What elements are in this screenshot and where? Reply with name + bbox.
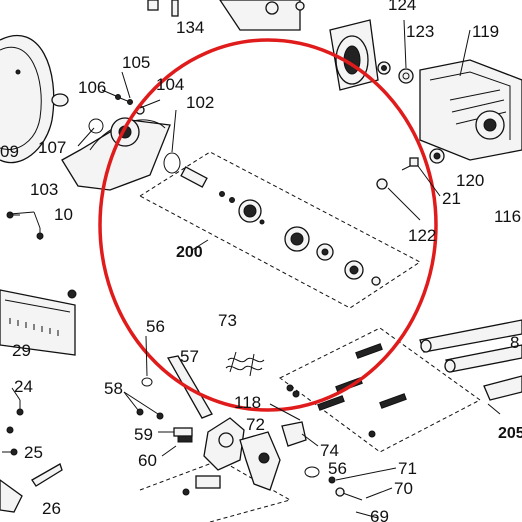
leader-lines <box>9 19 501 499</box>
small-pins-58 <box>136 408 164 420</box>
screws-10 <box>6 211 44 240</box>
pin-70 <box>335 487 363 501</box>
blade-guard-disc <box>0 34 55 164</box>
plate-74 <box>281 421 307 447</box>
lower-group <box>139 427 292 522</box>
label-205: 205 <box>498 425 522 442</box>
label-26: 26 <box>42 499 61 518</box>
brush-holder-120 <box>429 148 445 164</box>
bracket-59 <box>173 427 193 437</box>
label-104: 104 <box>156 75 184 94</box>
label-105: 105 <box>122 53 150 72</box>
label-120: 120 <box>456 171 484 190</box>
label-24: 24 <box>14 377 33 396</box>
bearing-123-124 <box>377 61 414 84</box>
blade-guard-103 <box>61 117 171 191</box>
label-70: 70 <box>394 479 413 498</box>
top-fasteners <box>147 0 305 31</box>
label-72: 72 <box>246 415 265 434</box>
label-69: 69 <box>370 507 389 522</box>
highlight-circle <box>98 38 438 412</box>
ring-56b <box>304 466 320 478</box>
label-60: 60 <box>138 451 157 470</box>
label-8: 8 <box>510 333 519 352</box>
label-59: 59 <box>134 425 153 444</box>
shaft-26 <box>31 463 63 487</box>
label-56b: 56 <box>328 459 347 478</box>
slide-rails-8 <box>419 319 522 401</box>
label-124: 124 <box>388 0 416 14</box>
label-200: 200 <box>176 244 203 261</box>
screw-25 <box>2 448 18 456</box>
label-116: 116 <box>494 207 521 226</box>
lever-72 <box>203 417 281 491</box>
motor-assembly-119 <box>419 59 522 161</box>
label-123: 123 <box>406 22 434 41</box>
label-122: 122 <box>408 226 436 245</box>
label-118: 118 <box>234 393 261 412</box>
label-58: 58 <box>104 379 123 398</box>
label-29: 29 <box>12 341 31 360</box>
label-21: 21 <box>442 189 461 208</box>
label-106: 106 <box>78 78 106 97</box>
bevel-scale-29 <box>0 289 77 356</box>
label-103: 103 <box>30 180 58 199</box>
label-102: 102 <box>186 93 214 112</box>
label-71: 71 <box>398 459 417 478</box>
ring-56 <box>141 377 153 387</box>
label-134: 134 <box>176 18 204 37</box>
label-25: 25 <box>24 443 43 462</box>
label-74: 74 <box>320 441 339 460</box>
label-56: 56 <box>146 317 165 336</box>
label-57: 57 <box>180 347 199 366</box>
screw-105-106 <box>115 94 133 105</box>
label-09: 09 <box>0 142 19 161</box>
label-119: 119 <box>472 22 499 41</box>
o-ring-102 <box>163 152 181 174</box>
washer-10 <box>6 426 14 434</box>
washer-122 <box>376 178 388 190</box>
label-107: 107 <box>38 138 66 157</box>
base-fragment <box>0 479 23 513</box>
spring-73 <box>225 351 265 377</box>
cover-107 <box>51 93 69 107</box>
label-73: 73 <box>218 311 237 330</box>
screw-21 <box>401 157 419 171</box>
label-10: 10 <box>54 205 73 224</box>
screw-24 <box>16 400 24 416</box>
spring-washer <box>88 118 104 134</box>
pin-69 <box>355 511 379 519</box>
spindle-group-200 <box>139 151 421 309</box>
screw-71 <box>328 476 336 484</box>
